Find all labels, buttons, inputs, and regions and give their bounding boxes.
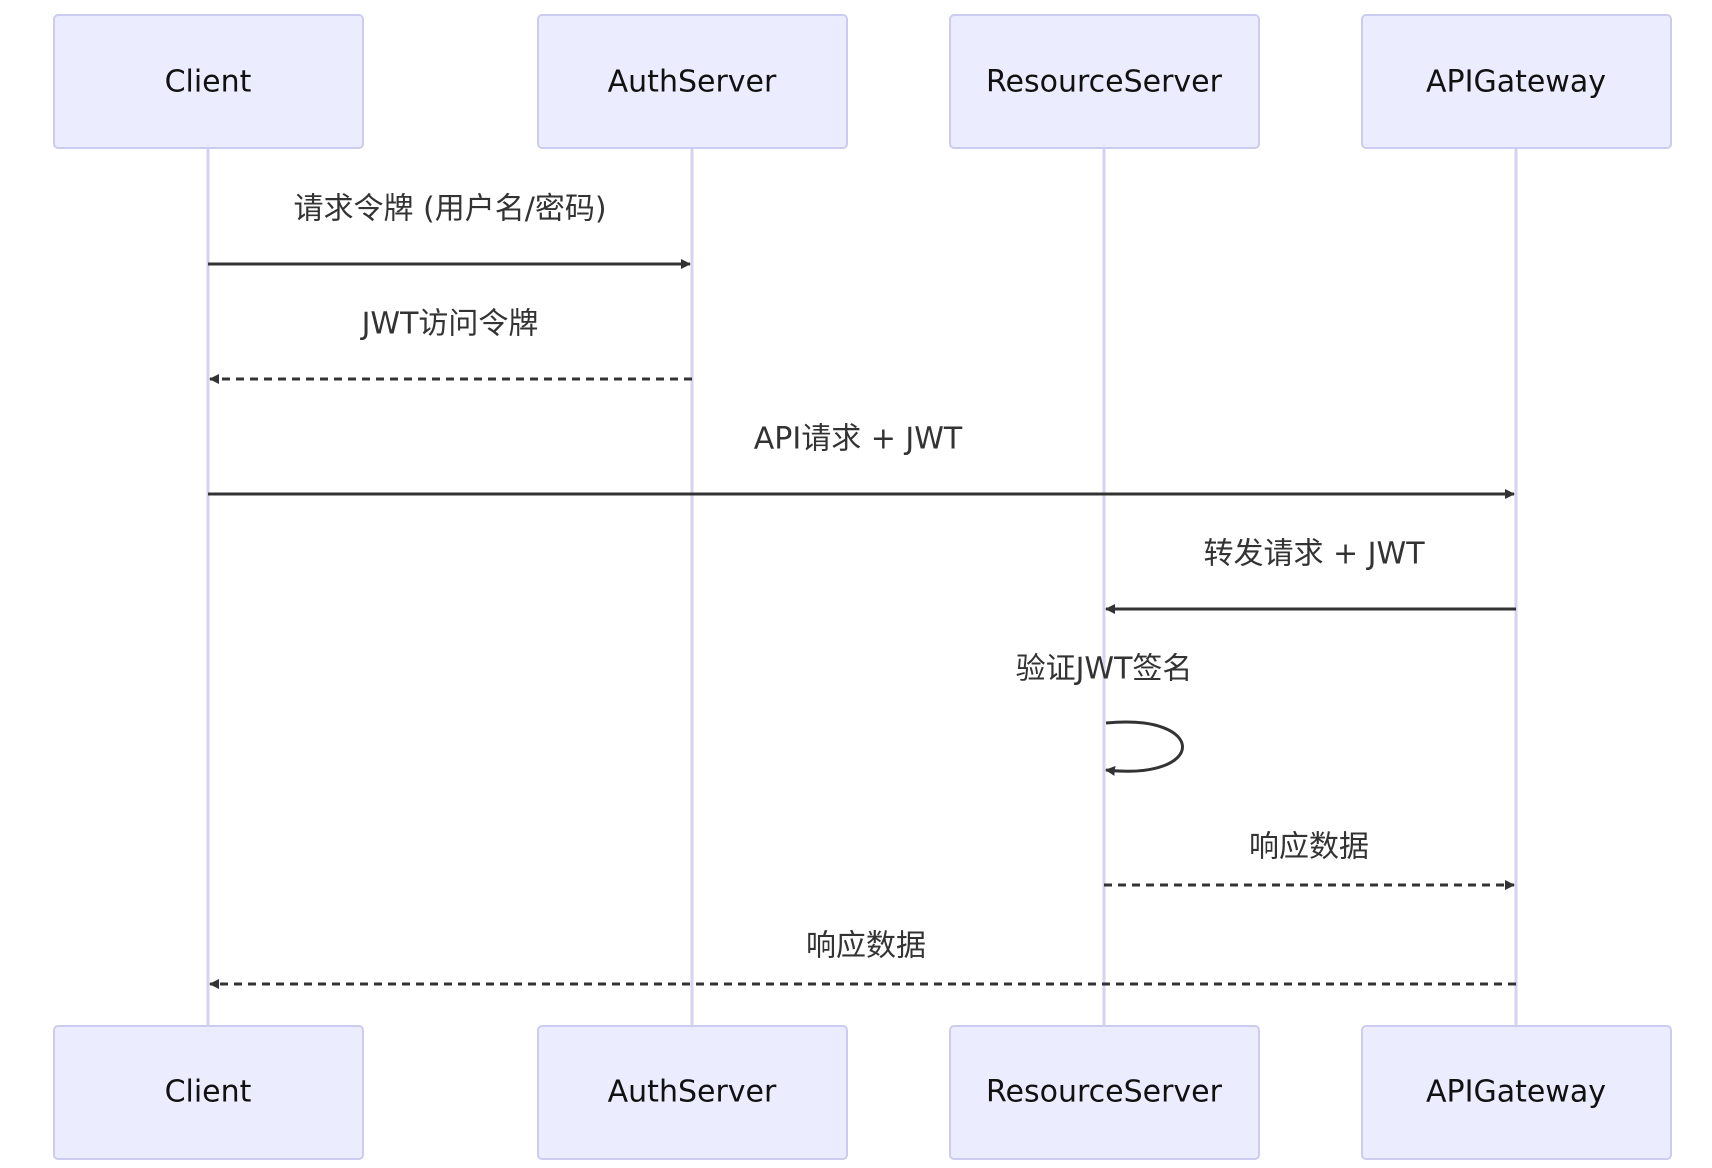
actor-api-gateway-top: APIGateway — [1361, 14, 1672, 149]
actor-label: Client — [165, 65, 252, 100]
self-message-arrow — [1105, 720, 1184, 776]
actor-auth-server-top: AuthServer — [537, 14, 848, 149]
message-label: 转发请求 + JWT — [1203, 537, 1425, 572]
message-label: 验证JWT签名 — [1016, 652, 1193, 687]
actor-row-bottom: Client AuthServer ResourceServer APIGate… — [53, 1025, 1672, 1160]
actor-row-top: Client AuthServer ResourceServer APIGate… — [53, 14, 1672, 149]
actor-label: APIGateway — [1426, 65, 1606, 100]
message-label: API请求 + JWT — [754, 422, 963, 457]
actor-label: AuthServer — [608, 65, 777, 100]
message-response-data-1: 响应数据 — [1104, 830, 1515, 890]
actor-api-gateway-bottom: APIGateway — [1361, 1025, 1672, 1160]
message-api-request: API请求 + JWT — [208, 422, 1515, 499]
actor-client-bottom: Client — [53, 1025, 364, 1160]
actor-label: ResourceServer — [986, 65, 1223, 100]
message-label: 响应数据 — [1249, 830, 1369, 865]
actor-label: Client — [165, 1075, 252, 1110]
message-jwt-token: JWT访问令牌 — [209, 307, 692, 384]
message-request-token: 请求令牌 (用户名/密码) — [208, 192, 691, 269]
messages: 请求令牌 (用户名/密码) JWT访问令牌 API请求 + JWT 转发请求 +… — [208, 192, 1516, 989]
message-label: 请求令牌 (用户名/密码) — [293, 192, 606, 227]
lifelines — [206, 148, 1518, 1030]
actor-resource-server-bottom: ResourceServer — [949, 1025, 1260, 1160]
actor-client-top: Client — [53, 14, 364, 149]
actor-label: AuthServer — [608, 1075, 777, 1110]
message-forward-request: 转发请求 + JWT — [1105, 537, 1516, 614]
actor-label: ResourceServer — [986, 1075, 1223, 1110]
message-verify-signature: 验证JWT签名 — [1016, 652, 1193, 776]
message-response-data-2: 响应数据 — [209, 929, 1516, 989]
actor-label: APIGateway — [1426, 1075, 1606, 1110]
actor-auth-server-bottom: AuthServer — [537, 1025, 848, 1160]
message-label: JWT访问令牌 — [360, 307, 539, 342]
message-label: 响应数据 — [806, 929, 926, 964]
actor-resource-server-top: ResourceServer — [949, 14, 1260, 149]
